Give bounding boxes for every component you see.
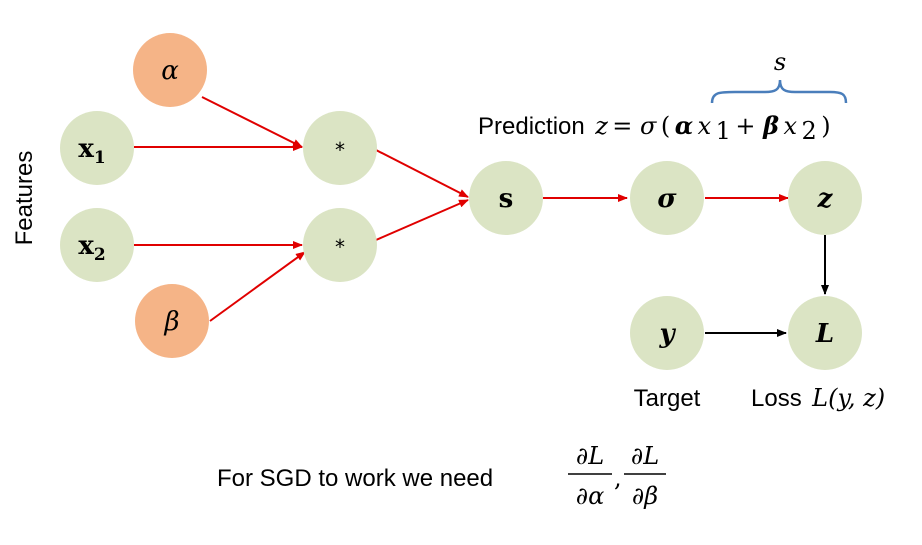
node-sigma-label: σ (657, 184, 677, 214)
node-x1: x1 (60, 111, 134, 185)
node-s-label: s (499, 184, 514, 214)
node-mult2: * (303, 208, 377, 282)
prediction-equation: Prediction z = σ ( α x 1 + β x 2 ) (478, 111, 831, 145)
fraction1-denominator: ∂α (576, 482, 605, 510)
node-sigma: σ (630, 161, 704, 235)
node-x2: x2 (60, 208, 134, 282)
edge-mult2-to-s (375, 199, 469, 241)
fraction-dl-dalpha: ∂L ∂α (568, 442, 612, 510)
node-mult2-label: * (335, 235, 345, 259)
features-label: Features (11, 151, 38, 246)
target-label: Target (634, 385, 701, 412)
node-x2-label: x2 (78, 231, 105, 265)
node-y-label: y (658, 319, 676, 349)
node-mult1: * (303, 111, 377, 185)
node-s: s (469, 161, 543, 235)
edge-alpha-to-mult1 (201, 96, 303, 148)
prediction-prefix: Prediction (478, 113, 585, 140)
sgd-text: For SGD to work we need (217, 465, 493, 492)
edge-mult1-to-s (375, 149, 469, 198)
node-x1-label: x1 (78, 134, 105, 168)
node-y: y (630, 296, 704, 370)
fraction2-denominator: ∂β (632, 482, 658, 510)
fraction-dl-dbeta: ∂L ∂β (624, 442, 666, 510)
node-beta: β (135, 284, 209, 358)
node-beta-label: β (163, 307, 179, 337)
fraction1-numerator: ∂L (576, 442, 604, 470)
node-loss-label: L (815, 319, 834, 349)
fraction-comma: , (614, 464, 622, 492)
node-z-label: z (817, 184, 834, 214)
node-alpha-label: α (161, 56, 179, 86)
fraction2-numerator: ∂L (631, 442, 659, 470)
loss-label: Loss L(y, z) (751, 384, 885, 412)
curly-brace (710, 79, 848, 104)
node-alpha: α (133, 33, 207, 107)
node-z: z (788, 161, 862, 235)
edge-beta-to-mult2 (209, 251, 306, 322)
node-loss: L (788, 296, 862, 370)
brace-label: s (774, 48, 786, 76)
node-mult1-label: * (335, 138, 345, 162)
